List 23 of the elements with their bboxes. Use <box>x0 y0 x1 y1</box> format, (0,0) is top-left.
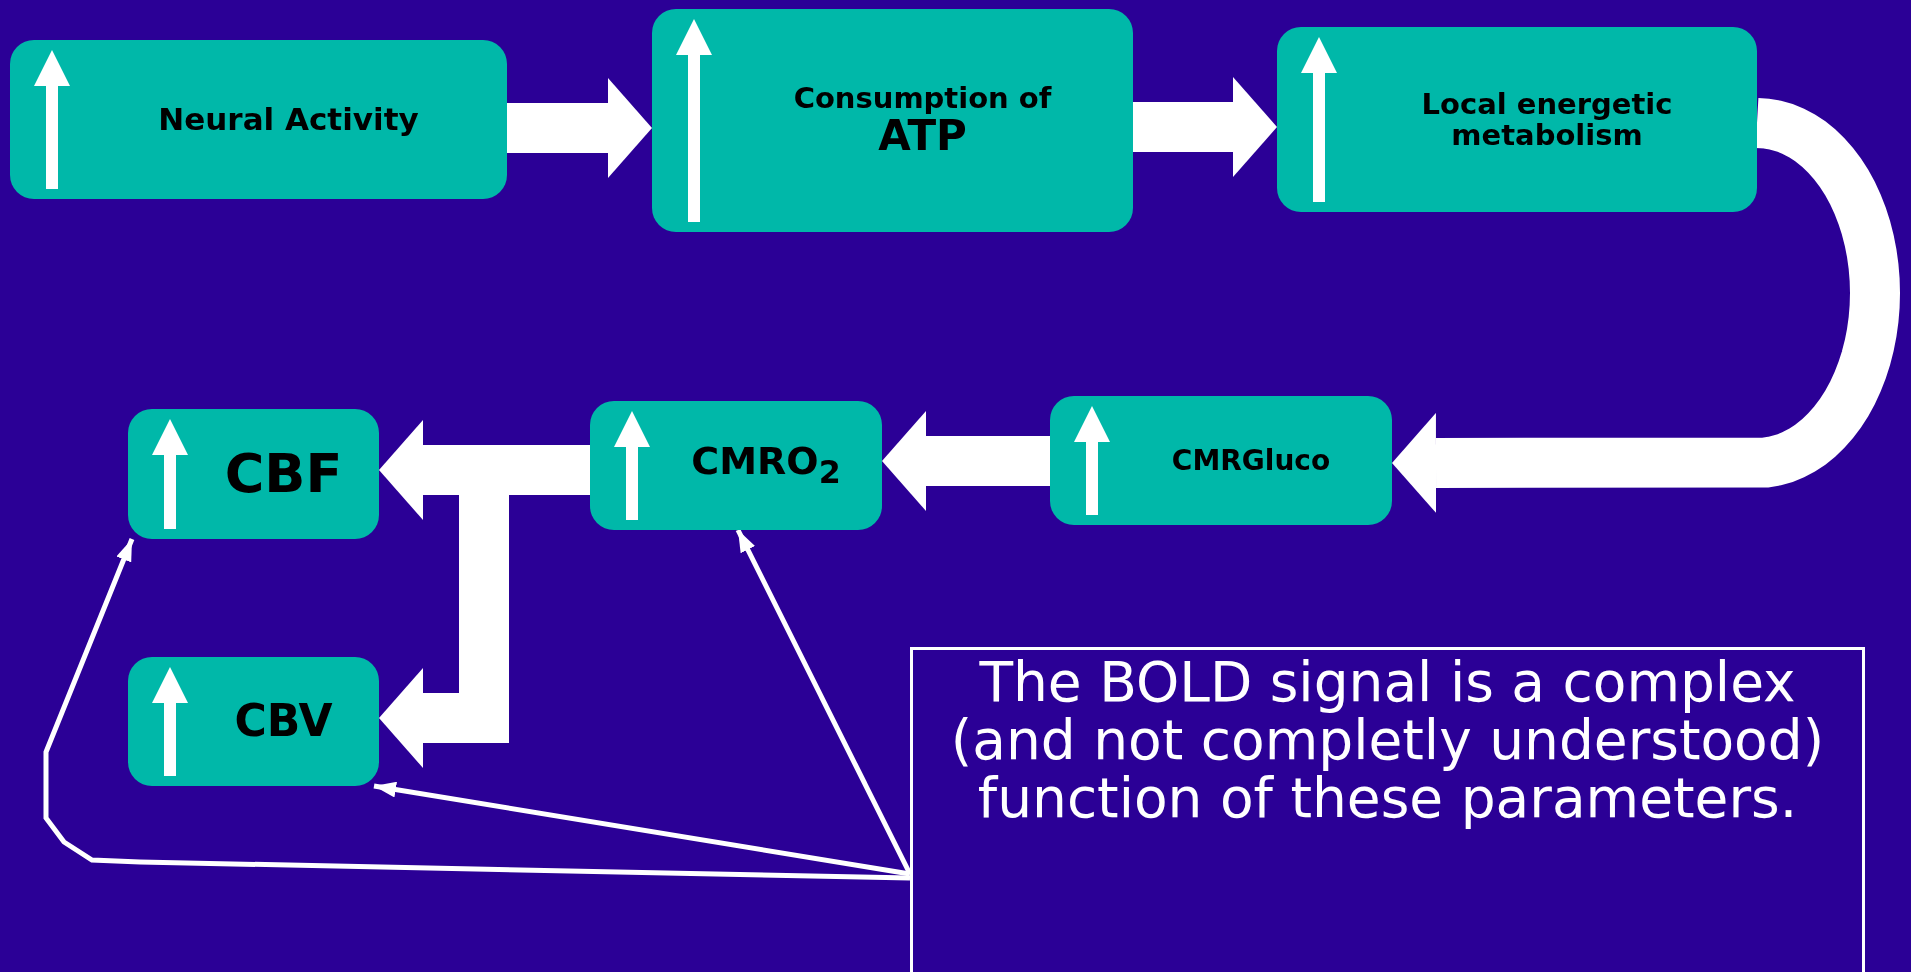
process-box <box>128 657 379 786</box>
arrow <box>373 781 911 877</box>
node-label: CBV <box>234 698 333 745</box>
node-label: CMRO$_{2}$ <box>691 442 841 489</box>
process-box <box>10 40 507 199</box>
arrow <box>43 538 911 881</box>
node-label: Local energetic metabolism <box>1420 89 1674 150</box>
node-label: CBF <box>224 445 343 503</box>
node-label: Consumption of <box>793 83 1052 114</box>
node-label: ATP <box>878 113 967 158</box>
process-box <box>590 401 882 530</box>
process-box <box>652 9 1133 232</box>
node-label: Neural Activity <box>158 103 419 136</box>
block-arrow <box>1133 77 1277 177</box>
process-box <box>1277 27 1757 212</box>
note-box <box>910 647 1865 972</box>
process-box <box>1050 396 1392 525</box>
note-text: The BOLD signal is a complex (and not completly understood) function of these parameters. <box>949 654 1826 828</box>
block-arrow <box>1392 98 1900 513</box>
block-arrow <box>507 78 652 178</box>
node-label: CMRGluco <box>1171 445 1331 476</box>
block-arrow <box>882 411 1050 511</box>
process-box <box>128 409 379 539</box>
